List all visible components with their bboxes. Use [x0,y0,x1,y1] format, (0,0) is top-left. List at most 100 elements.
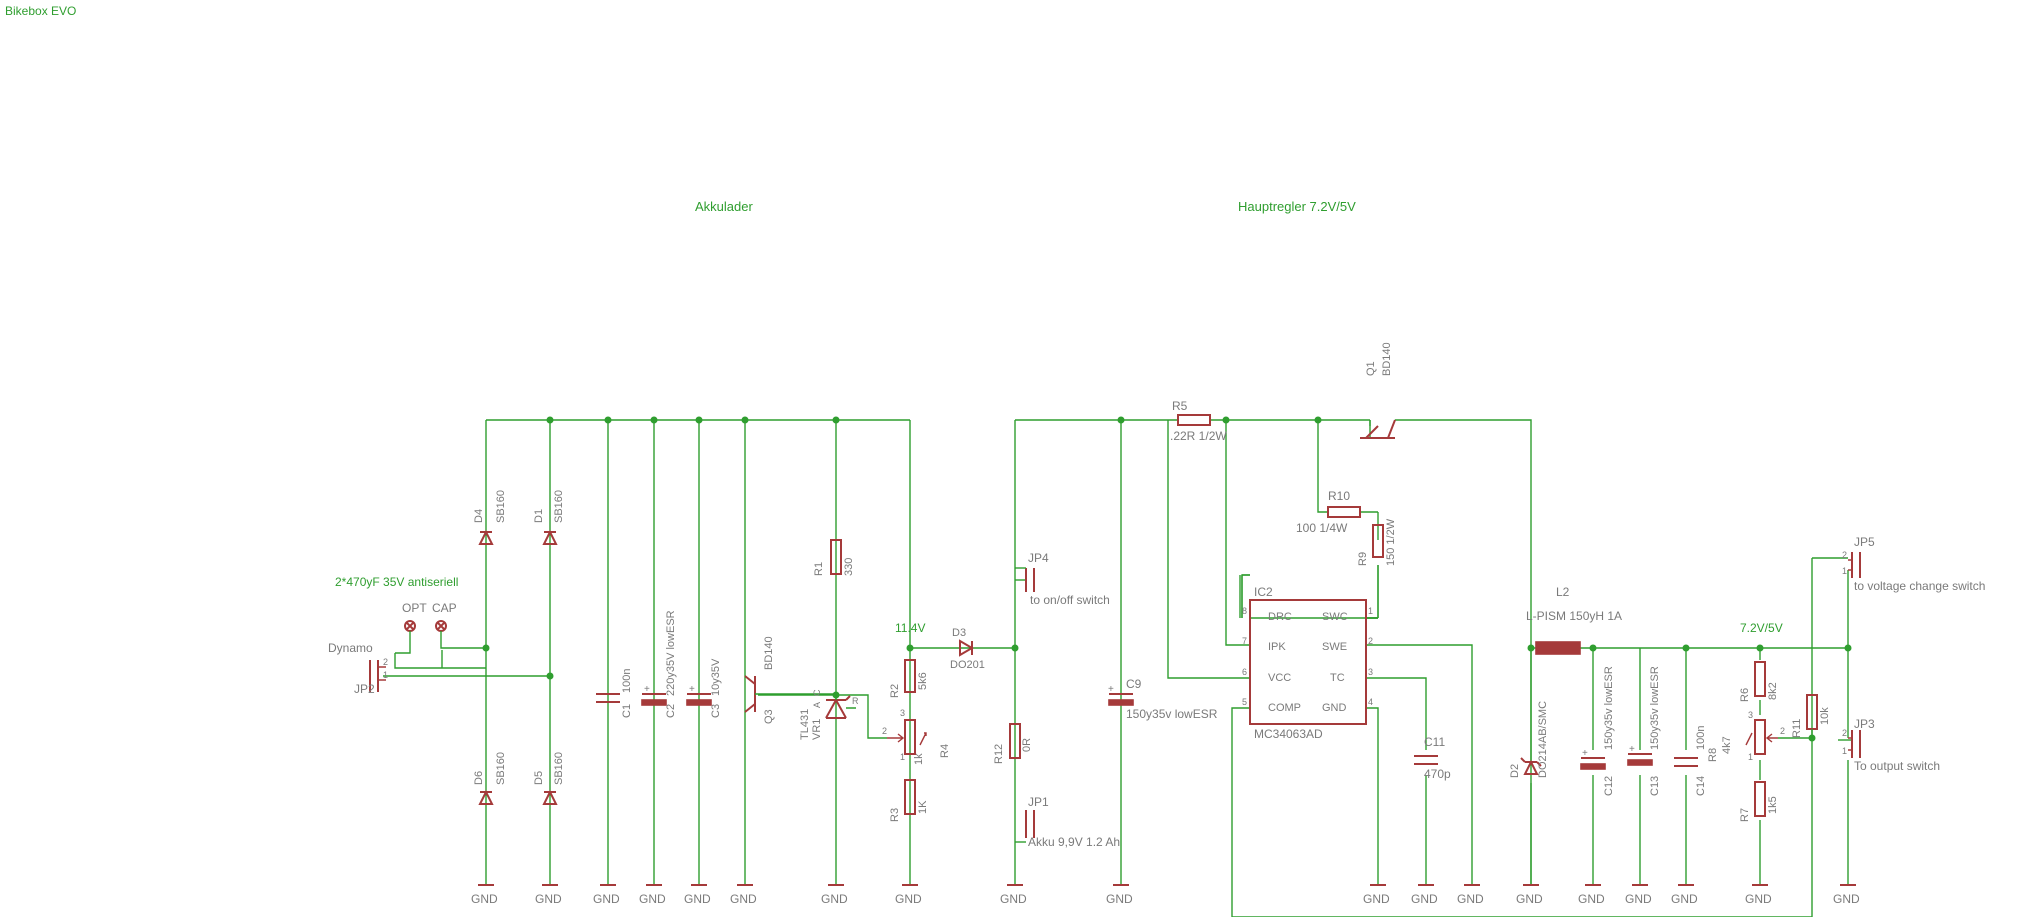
svg-text:2: 2 [1842,550,1847,560]
gnd-910: GND [895,884,922,906]
transistor-Q3: BD140 Q3 [744,636,836,724]
net-label-7v2-5v: 7.2V/5V [1740,621,1783,635]
gnd-1848: GND [1833,884,1860,906]
svg-text:100n: 100n [1695,726,1707,750]
potentiometer-R4: 3 2 1 1k R4 [882,708,951,765]
svg-text:D4: D4 [473,509,485,523]
gnd-486: GND [471,884,498,906]
svg-text:GND: GND [895,892,922,906]
svg-text:1: 1 [1368,606,1373,616]
resistor-R12: R12 0R [993,723,1033,764]
svg-text:GND: GND [639,892,666,906]
note-dynamo-caps: 2*470yF 35V antiseriell [335,575,458,589]
svg-text:470p: 470p [1424,767,1451,781]
junctions [482,416,1852,742]
svg-text:MC34063AD: MC34063AD [1254,727,1323,741]
svg-text:JP4: JP4 [1028,551,1049,565]
svg-text:SWE: SWE [1322,641,1347,653]
svg-text:2: 2 [1780,726,1785,736]
svg-text:8k2: 8k2 [1767,682,1779,700]
diode-D4: D4 SB160 [473,490,507,545]
svg-text:GND: GND [821,892,848,906]
svg-text:JP5: JP5 [1854,535,1875,549]
svg-text:JP2: JP2 [354,682,375,696]
svg-text:GND: GND [1578,892,1605,906]
svg-text:CAP: CAP [432,601,457,615]
svg-text:R2: R2 [889,684,901,698]
diode-D3: D3 DO201 [950,627,985,671]
svg-text:SB160: SB160 [553,752,565,785]
svg-text:D1: D1 [533,509,545,523]
svg-text:C1: C1 [621,704,633,718]
svg-text:D3: D3 [952,627,966,639]
svg-text:R1: R1 [813,562,825,576]
svg-text:TL431: TL431 [799,709,811,740]
svg-text:GND: GND [730,892,757,906]
svg-text:SB160: SB160 [495,490,507,523]
svg-text:SB160: SB160 [495,752,507,785]
capacitor-C1: C1 100n [596,669,633,718]
svg-text:L-PISM 150yH 1A: L-PISM 150yH 1A [1526,609,1622,623]
svg-text:GND: GND [1671,892,1698,906]
gnd-1378: GND [1363,884,1390,906]
svg-text:4k7: 4k7 [1721,736,1733,754]
gnd-836: GND [821,884,848,906]
svg-text:2: 2 [1368,636,1373,646]
svg-text:GND: GND [535,892,562,906]
svg-text:R12: R12 [993,744,1005,764]
svg-text:To output switch: To output switch [1854,759,1940,773]
svg-text:Akku 9,9V 1.2 Ah: Akku 9,9V 1.2 Ah [1028,835,1120,849]
svg-text:GND: GND [684,892,711,906]
resistor-R9: R9 150 1/2W [1357,518,1397,566]
gnd-745: GND [730,884,757,906]
svg-text:1: 1 [1842,746,1847,756]
resistor-R5: R5 .22R 1/2W [1170,399,1227,443]
svg-text:R11: R11 [1791,719,1803,738]
svg-text:10y35V: 10y35V [710,658,722,696]
svg-text:+: + [689,684,695,695]
capacitor-C9: + C9 150y35v lowESR [1108,677,1218,721]
svg-text:D6: D6 [473,771,485,785]
svg-text:GND: GND [1363,892,1390,906]
svg-text:220y35V lowESR: 220y35V lowESR [665,610,677,696]
svg-text:Q3: Q3 [763,709,775,724]
svg-text:1: 1 [383,670,388,680]
svg-text:R4: R4 [939,744,951,758]
svg-text:1: 1 [1842,566,1847,576]
diode-D1: D1 SB160 [533,490,565,545]
connector-JP5: 2 1 JP5 to voltage change switch [1842,535,1985,593]
gnd-699: GND [684,884,711,906]
gnd-1121: GND [1106,884,1133,906]
transistor-Q1: Q1 BD140 [1360,342,1396,439]
net-label-11v4: 11.4V [895,621,925,635]
svg-text:7: 7 [1242,636,1247,646]
svg-text:VR1: VR1 [811,719,823,740]
gnd-1686: GND [1671,884,1698,906]
svg-text:L2: L2 [1556,585,1570,599]
regulator-VR1: VR1 TL431 A C R [799,689,859,740]
svg-text:R5: R5 [1172,399,1188,413]
resistor-R1: R1 330 [813,539,855,576]
schematic-title: Bikebox EVO [5,4,76,18]
svg-text:VCC: VCC [1268,672,1291,684]
svg-text:330: 330 [843,558,855,576]
diode-D6: D6 SB160 [473,752,507,805]
svg-text:IPK: IPK [1268,641,1286,653]
wires-regulator [1120,419,1852,917]
connector-JP3: 2 1 JP3 To output switch [1842,717,1940,773]
svg-text:1: 1 [900,752,905,762]
svg-text:+: + [644,684,650,695]
capacitor-C13: + C13 150y35v lowESR [1627,666,1661,796]
capacitor-C2: + C2 220y35V lowESR [641,610,677,718]
svg-text:1: 1 [1748,752,1753,762]
svg-text:OPT: OPT [402,601,427,615]
section-title-regulator: Hauptregler 7.2V/5V [1238,199,1356,214]
svg-text:DRC: DRC [1268,611,1292,623]
svg-text:SB160: SB160 [553,490,565,523]
resistor-R7: R7 1k5 [1739,781,1779,822]
svg-text:IC2: IC2 [1254,585,1273,599]
svg-text:Dynamo: Dynamo [328,641,373,655]
svg-text:+: + [1629,744,1635,755]
gnd-1472: GND [1457,884,1484,906]
